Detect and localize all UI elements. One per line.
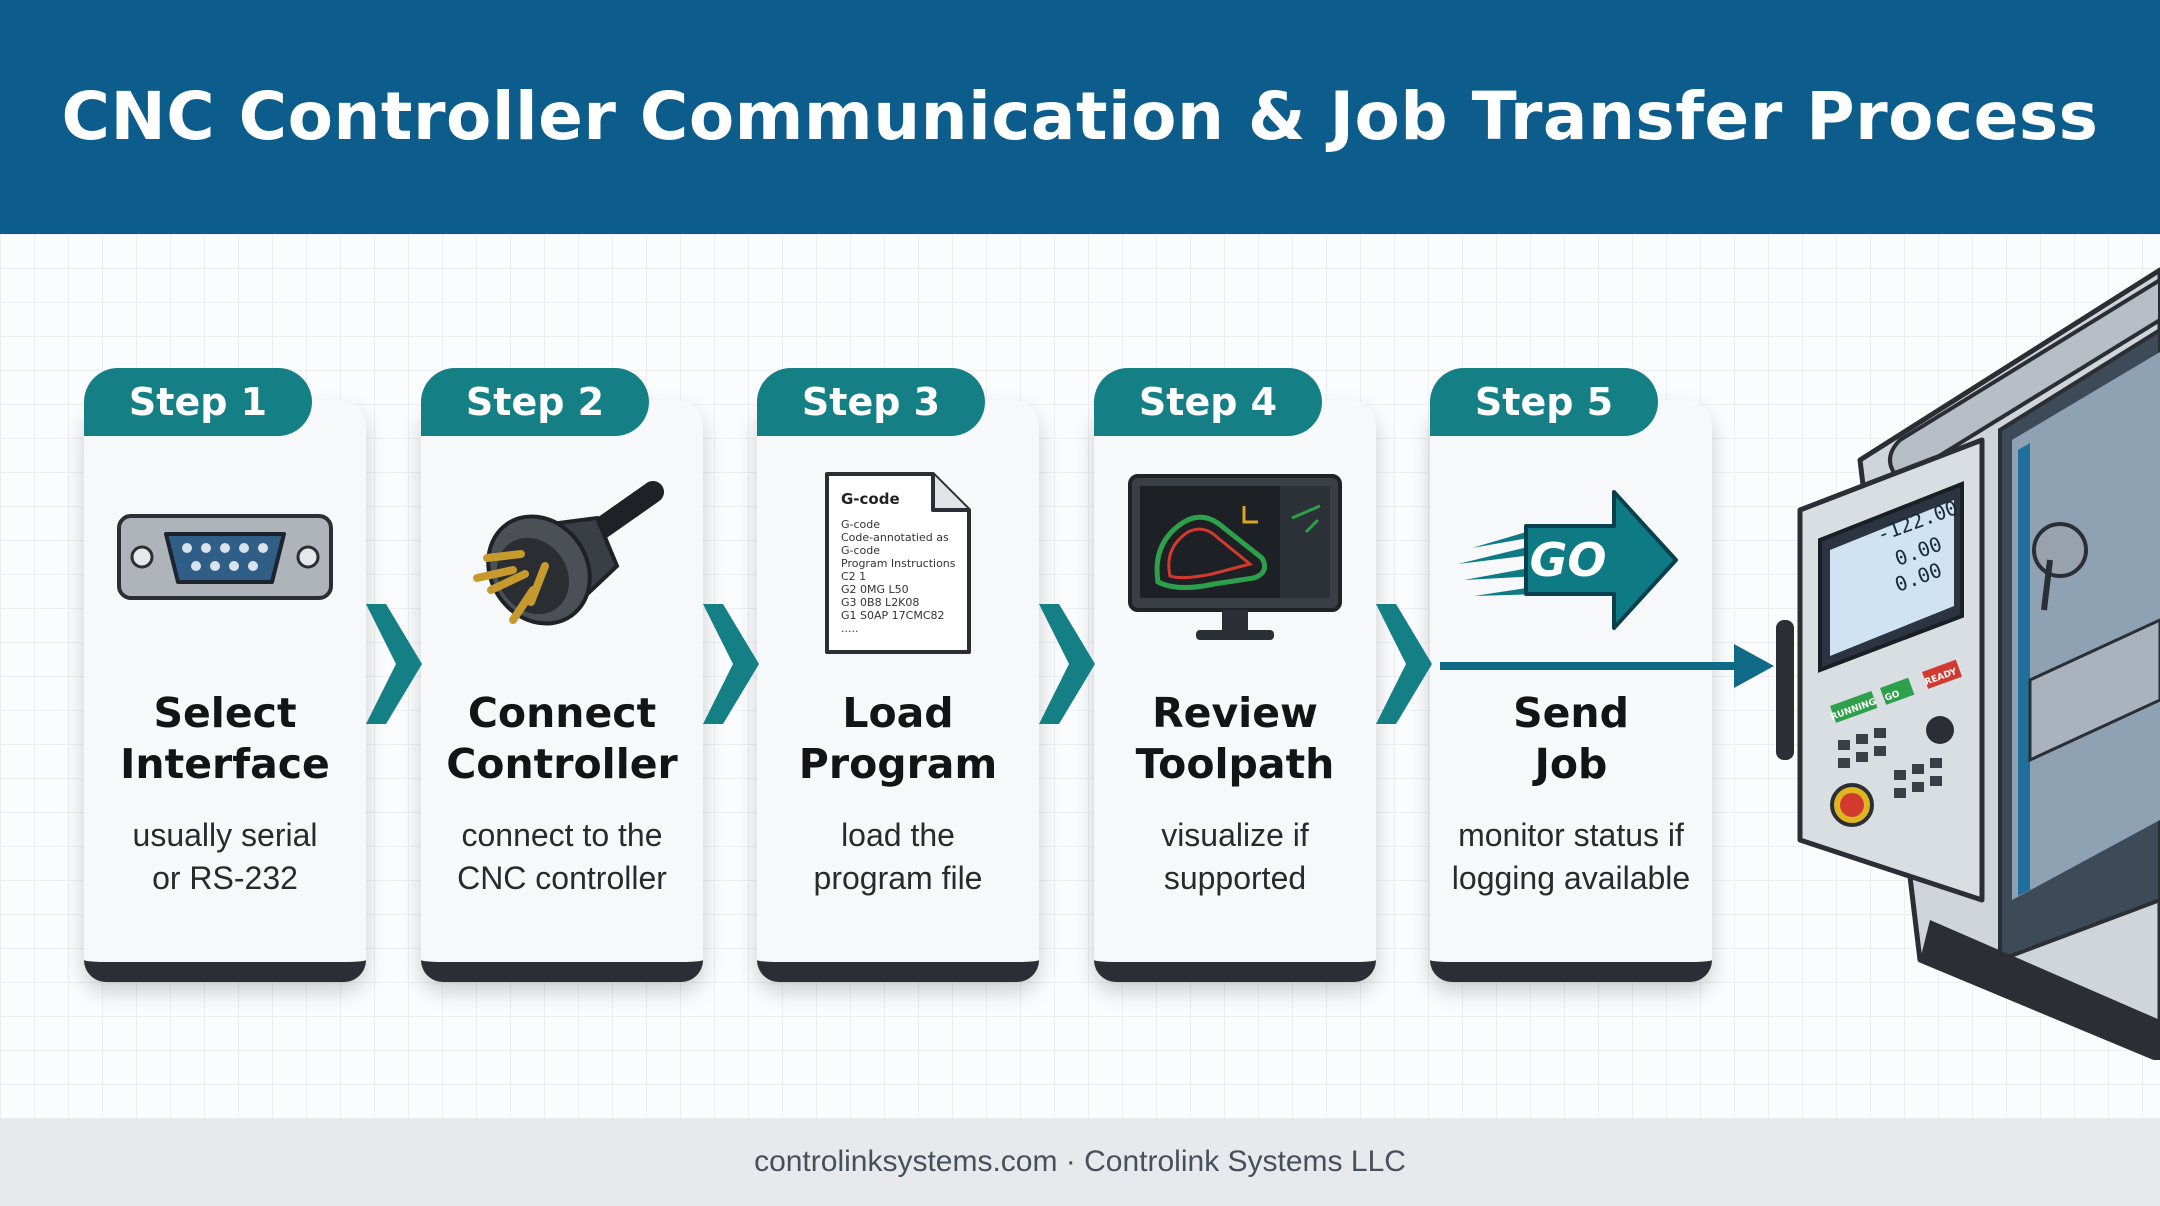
step-tab-2: Step 2: [421, 368, 649, 436]
gcode-line: G-code: [841, 544, 880, 557]
serial-port-icon: [117, 514, 333, 600]
gcode-file-icon: G-code G-code Code-annotatied as G-code …: [825, 472, 971, 654]
gcode-line: G-code: [841, 518, 880, 531]
step-tab-4: Step 4: [1094, 368, 1322, 436]
step-card-5: [1430, 400, 1712, 982]
gcode-line: Code-annotatied as: [841, 531, 949, 544]
gcode-line: C2 1: [841, 570, 866, 583]
connector-plug-icon: [473, 481, 664, 626]
chevron-right-icon: [1039, 604, 1095, 724]
send-arrow: [1440, 644, 1774, 688]
gcode-header: G-code: [841, 490, 900, 508]
chevron-right-icon: [1376, 604, 1432, 724]
gcode-line: Program Instructions: [841, 557, 956, 570]
header-banner: CNC Controller Communication & Job Trans…: [0, 0, 2160, 234]
toolpath-monitor-icon: [1128, 474, 1342, 640]
step-tab-5: Step 5: [1430, 368, 1658, 436]
step-card-1: [84, 400, 366, 982]
page-title: CNC Controller Communication & Job Trans…: [61, 78, 2099, 155]
step-tab-1: Step 1: [84, 368, 312, 436]
gcode-line: G2 0MG L50: [841, 583, 909, 596]
footer-text: controlinksystems.com · Controlink Syste…: [754, 1145, 1406, 1178]
step-tab-3: Step 3: [757, 368, 985, 436]
go-button: GO: [1884, 689, 1902, 704]
go-arrow-icon: GO: [1458, 490, 1678, 630]
footer-bar: controlinksystems.com · Controlink Syste…: [0, 1118, 2160, 1206]
go-label: GO: [1530, 533, 1607, 587]
cnc-machine-illustration: -122.00 0.00 0.00 RUNNING GO READY: [1776, 267, 2160, 1060]
chevron-right-icon: [703, 604, 759, 724]
gcode-line: G1 S0AP 17CMC82: [841, 609, 945, 622]
gcode-line: .....: [841, 622, 858, 635]
chevron-right-icon: [366, 604, 422, 724]
gcode-line: G3 0B8 L2K08: [841, 596, 919, 609]
